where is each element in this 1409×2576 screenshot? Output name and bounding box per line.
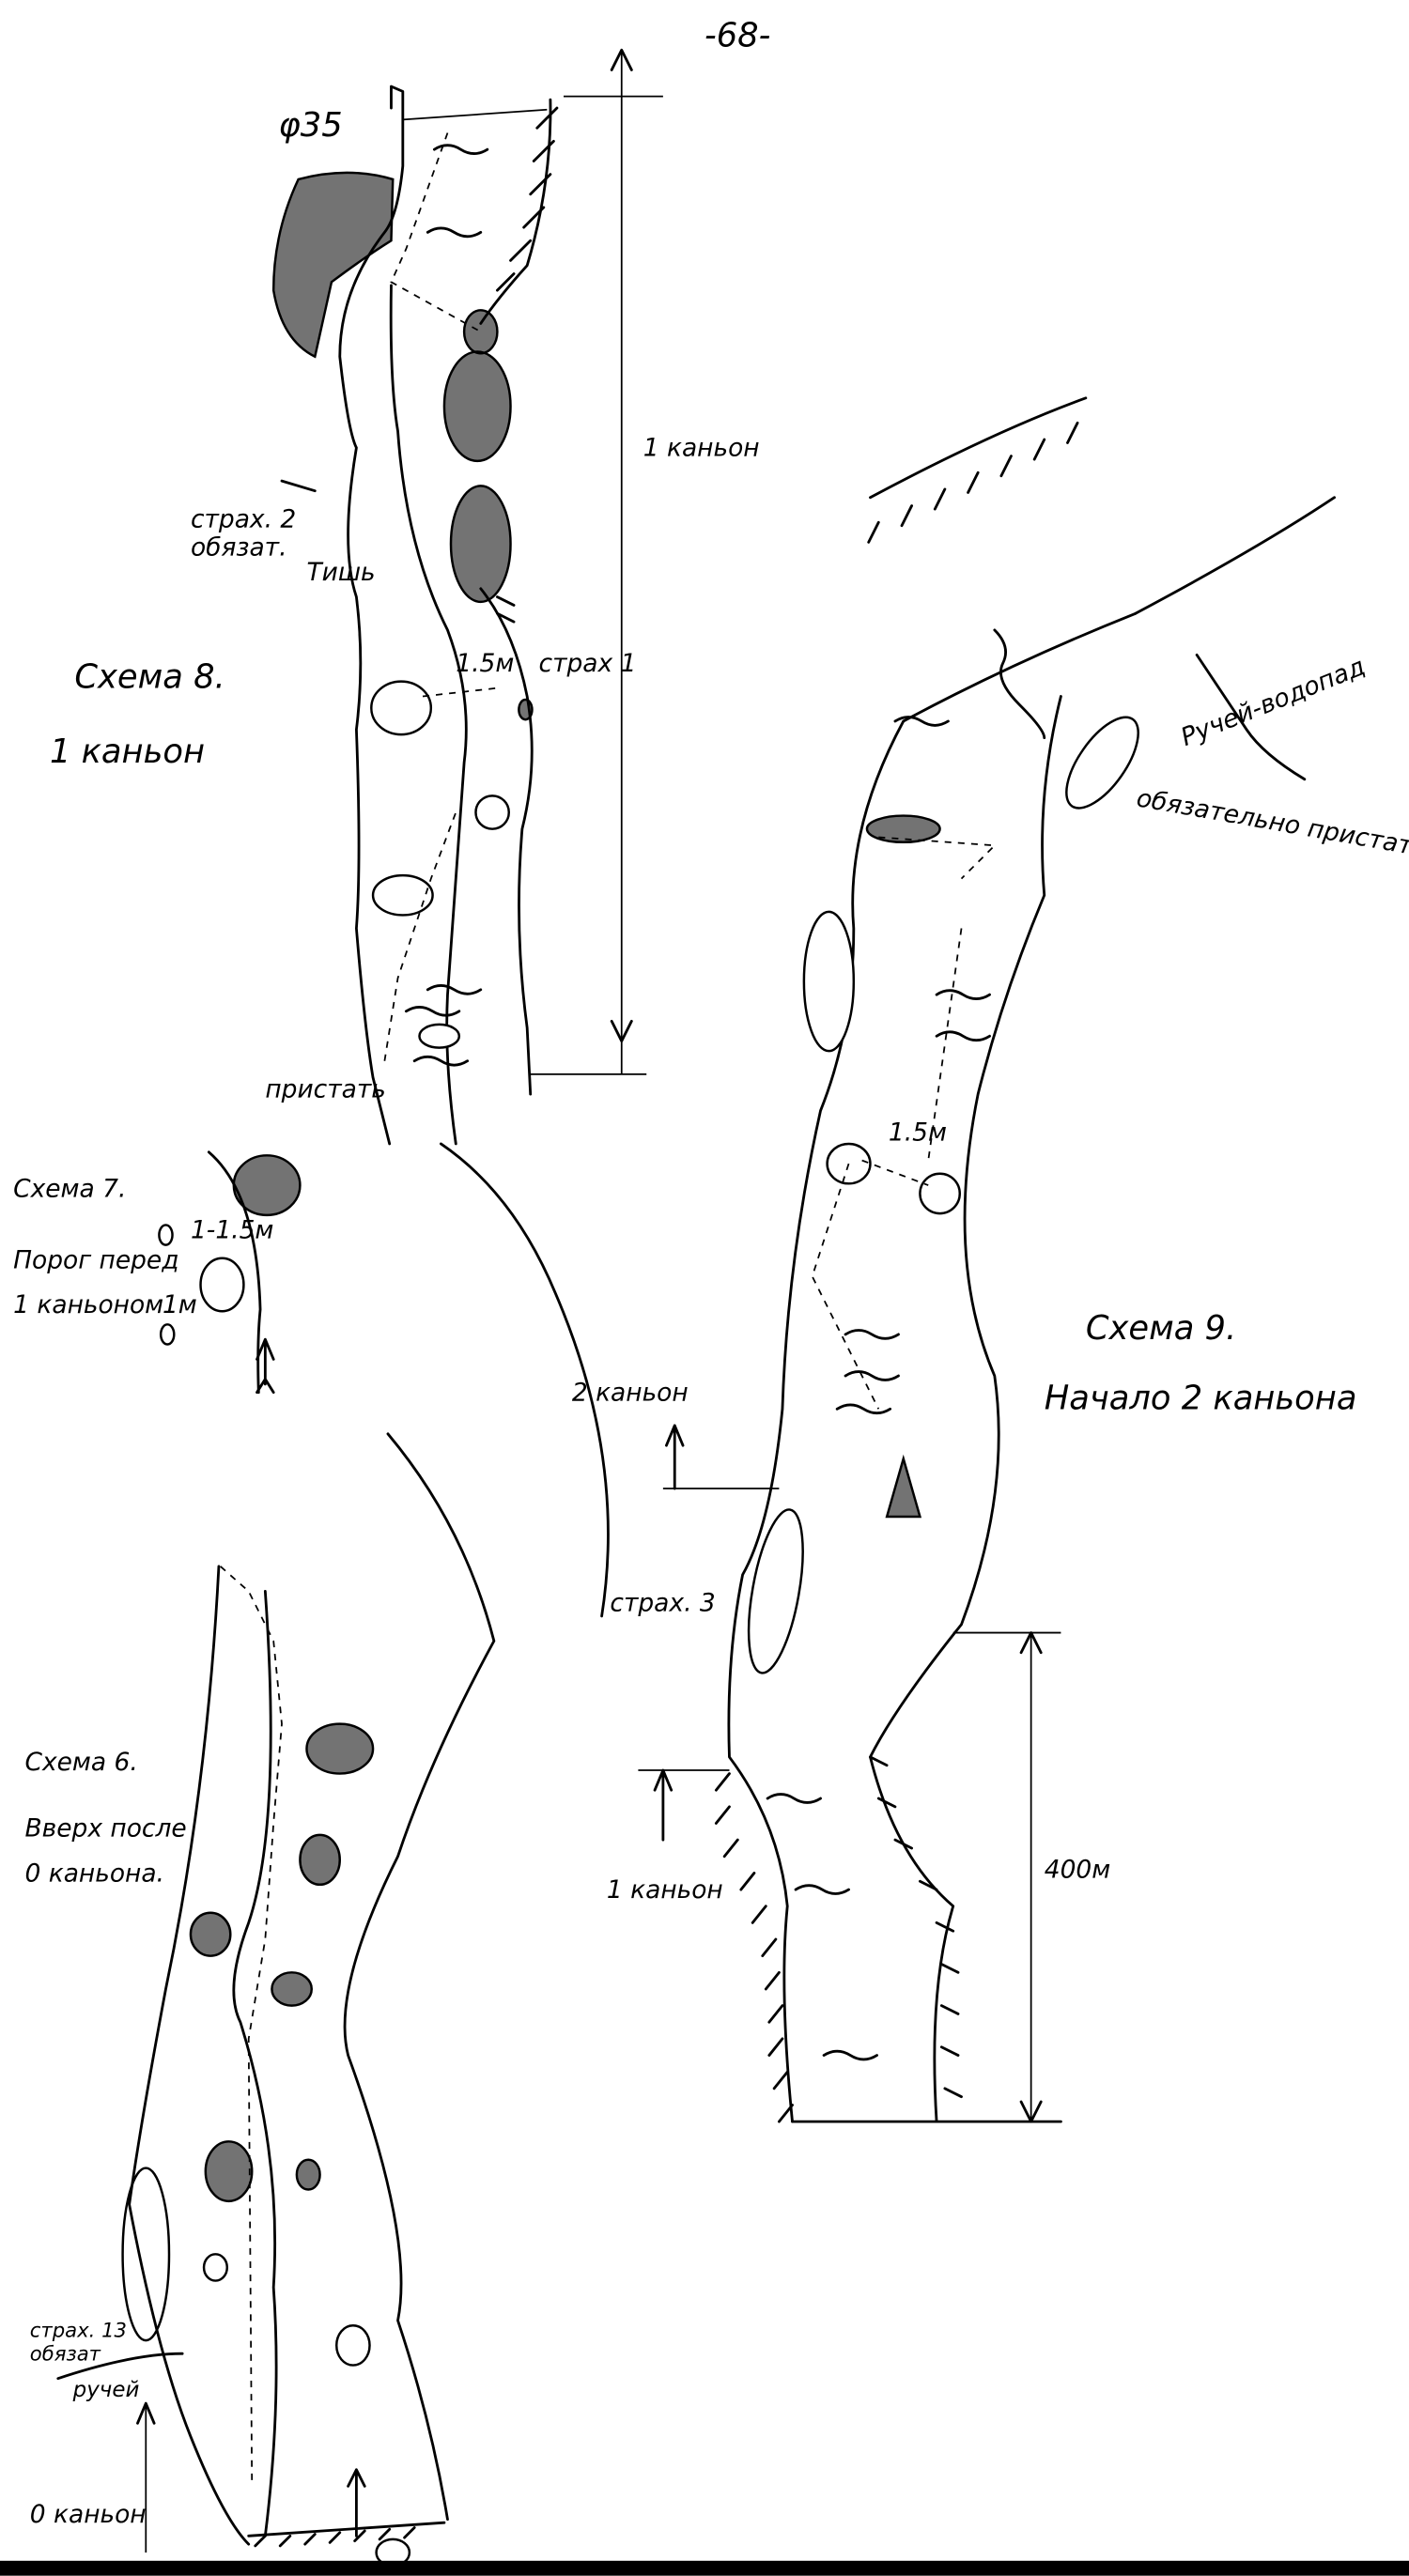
scheme-8-map: φ35 1 каньон страх. 2 обязат. Тишь Схема…: [50, 48, 760, 1146]
stream-label: ручей: [72, 2378, 140, 2402]
scheme-8-title: Схема 8.: [74, 658, 225, 697]
canyon-2-label: 2 каньон: [572, 1379, 689, 1408]
scheme-7-title: Схема 7.: [13, 1174, 126, 1203]
scheme-9-subtitle: Начало 2 каньона: [1045, 1379, 1357, 1417]
waterfall-label: φ35: [278, 106, 342, 145]
distance-label: 400м: [1045, 1856, 1111, 1885]
gap-label-2: 1м: [163, 1290, 197, 1319]
scheme-7-line1: Порог перед: [13, 1245, 178, 1274]
canyon-0-label: 0 каньон: [30, 2500, 147, 2529]
page-number: -68-: [704, 17, 770, 55]
scheme-8-subtitle: 1 каньон: [50, 733, 205, 771]
scheme-6-line2: 0 каньона.: [24, 1859, 164, 1888]
scheme-7-line2: 1 каньоном: [13, 1290, 163, 1319]
scheme-9-map: Ручей-водопад обязательно пристать!! 1.5…: [572, 396, 1409, 2123]
gap-label-1: 1-1.5м: [191, 1216, 273, 1245]
belay-13-label: страх. 13: [30, 2319, 127, 2342]
canyon-1-label: 1 каньон: [607, 1875, 723, 1905]
calm-water-label: Тишь: [306, 558, 375, 587]
scheme-6-line1: Вверх после: [24, 1814, 186, 1843]
scheme-6-map: Схема 6. Вверх после 0 каньона. страх. 1…: [24, 1432, 496, 2568]
gap-label: 1.5м: [456, 649, 514, 678]
belay-2-label: страх. 2: [191, 505, 296, 534]
belay-3-label: страх. 3: [610, 1589, 715, 1618]
belay-13-note: обязат: [30, 2341, 101, 2365]
belay-2-note: обязат.: [191, 533, 287, 563]
scheme-9-title: Схема 9.: [1086, 1309, 1236, 1348]
stream-landing-note: обязательно пристать!!: [1135, 783, 1409, 867]
scheme-6-title: Схема 6.: [24, 1748, 137, 1777]
scan-edge-bar: [0, 2560, 1409, 2576]
gap-label: 1.5м: [889, 1118, 947, 1147]
section-label-canyon-1: 1 каньон: [643, 434, 760, 463]
scheme-7-map: Схема 7. Порог перед 1 каньоном 1-1.5м 1…: [13, 1142, 610, 1618]
landing-label: пристать: [265, 1075, 386, 1104]
belay-1-label: страх 1: [539, 649, 637, 678]
